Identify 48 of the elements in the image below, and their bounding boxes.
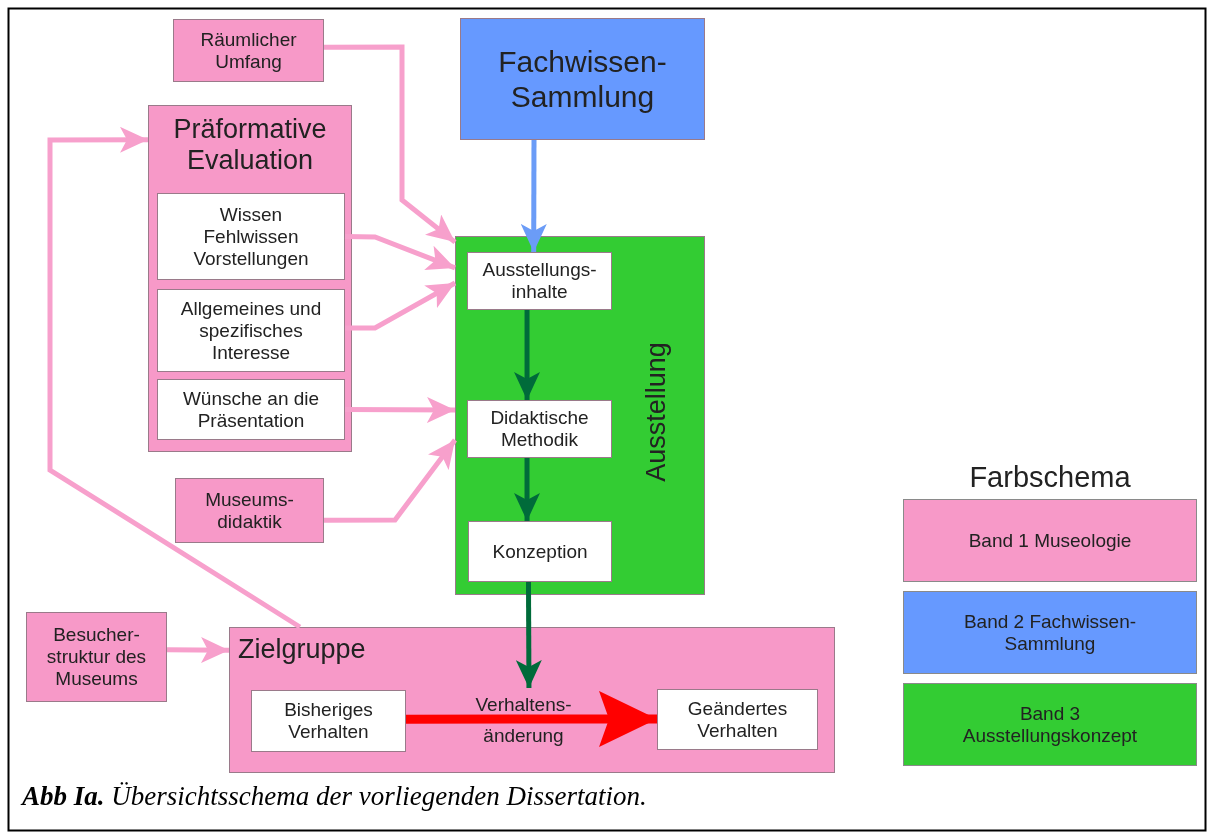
group-box: [148, 105, 352, 452]
process-box: [467, 400, 612, 458]
node-label: Ausstellungs-inhalte: [481, 259, 598, 303]
process-box: [157, 379, 345, 440]
arrow: [345, 396, 455, 423]
legend-text: Band 1 Museologie: [968, 529, 1132, 552]
arrow: [324, 44, 457, 245]
group-heading: Ausstellung: [640, 342, 672, 482]
node-label: Räumlicher Umfang: [199, 28, 298, 73]
group-box: [455, 236, 705, 595]
node-label: Didaktische Methodik: [489, 407, 590, 451]
node-label: Fachwissen-Sammlung: [497, 44, 668, 114]
arrow: [520, 140, 547, 252]
node-label: Besucher-struktur des Museums: [45, 624, 148, 690]
edge-label: Verhaltens- änderung: [474, 693, 573, 749]
legend-text: Band 3 Ausstellungskonzept: [961, 702, 1139, 747]
process-box: [460, 18, 705, 140]
process-box: [26, 612, 167, 702]
node-label: Wissen Fehlwissen Vorstellungen: [192, 203, 310, 270]
arrow: [166, 637, 230, 664]
legend-text: Band 2 Fachwissen-Sammlung: [962, 610, 1138, 655]
node-label: Museums-didaktik: [204, 488, 295, 533]
arrow: [406, 690, 657, 747]
node-label: Wünsche an die Präsentation: [181, 387, 321, 432]
process-box: [157, 289, 345, 372]
caption: Abb Ia. Übersichtsschema der vorliegenden Dissertation.: [22, 780, 647, 812]
arrow: [345, 280, 457, 331]
arrow: [324, 438, 457, 523]
process-box: [657, 689, 818, 750]
group-heading: Zielgruppe: [238, 634, 366, 665]
node-label: Geändertes Verhalten: [686, 697, 789, 742]
node-label: Konzeption: [492, 540, 588, 563]
process-box: [173, 19, 324, 82]
group-box: [229, 627, 835, 773]
arrow: [344, 234, 456, 271]
process-box: [157, 193, 345, 280]
group-heading: Präformative Evaluation: [172, 114, 328, 176]
arrow: [47, 126, 302, 630]
process-box: [468, 521, 612, 582]
arrow: [514, 310, 541, 400]
arrow: [515, 582, 542, 688]
node-label: Bisheriges Verhalten: [283, 699, 374, 743]
arrow: [514, 458, 541, 521]
process-box: [175, 478, 324, 543]
process-box: [251, 690, 406, 752]
legend-title: Farbschema: [968, 460, 1132, 494]
process-box: [467, 252, 612, 310]
node-label: Allgemeines und spezifisches Interesse: [179, 297, 323, 364]
